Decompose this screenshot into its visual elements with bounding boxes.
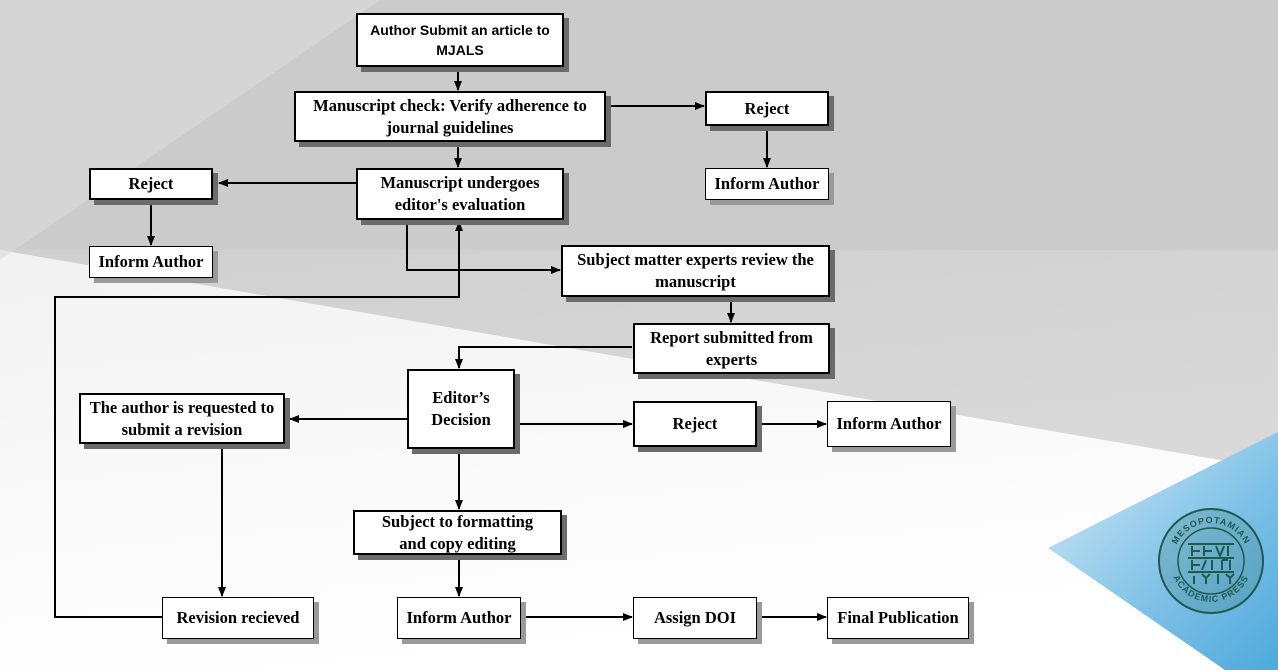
node-revision-request: The author is requested to submit a revi… [79,393,285,444]
node-revision-received-label: Revision recieved [176,608,300,627]
node-reject-left-label: Reject [128,174,174,193]
node-reject-top: Reject [705,91,829,126]
arrow-revision-back-to-eval [54,221,463,618]
node-editor-evaluation: Manuscript undergoes editor's evaluation [356,168,564,220]
node-inform-top: Inform Author [705,168,829,200]
node-submit: Author Submit an article to MJALS [356,13,564,67]
node-inform-mid: Inform Author [827,401,951,447]
node-formatting-label: Subject to formatting and copy editing [381,511,534,553]
node-final-publication: Final Publication [827,597,969,639]
node-assign-doi-label: Assign DOI [653,608,737,627]
node-formatting: Subject to formatting and copy editing [353,510,562,555]
arrow-report-to-decision [455,346,632,369]
node-revision-received: Revision recieved [162,597,314,639]
node-submit-label: Author Submit an article to MJALS [370,22,550,58]
mesopotamian-academic-press-logo: MESOPOTAMIAN ACADEMIC PRESS [1158,508,1264,614]
node-inform-left: Inform Author [89,246,213,278]
node-final-publication-label: Final Publication [837,608,959,627]
accent-triangle [1048,432,1278,670]
node-reject-top-label: Reject [744,98,790,118]
node-report-submitted: Report submitted from experts [633,323,830,374]
node-experts-review-label: Subject matter experts review the manusc… [577,250,814,291]
node-editor-evaluation-label: Manuscript undergoes editor's evaluation [380,173,540,214]
node-reject-mid-label: Reject [672,414,718,433]
node-inform-mid-label: Inform Author [836,414,942,433]
node-inform-left-label: Inform Author [98,252,204,271]
node-inform-bottom-label: Inform Author [406,608,512,627]
node-experts-review: Subject matter experts review the manusc… [561,245,830,297]
node-reject-left: Reject [89,168,213,200]
node-inform-top-label: Inform Author [714,174,820,193]
node-inform-bottom: Inform Author [397,597,521,639]
node-reject-mid: Reject [633,401,757,447]
cuneiform-icon [1188,543,1235,584]
node-report-submitted-label: Report submitted from experts [650,327,813,369]
node-assign-doi: Assign DOI [633,597,757,639]
node-editor-decision-label: Editor’s Decision [431,388,491,429]
arrow-eval-to-experts [406,224,561,274]
node-manuscript-check-label: Manuscript check: Verify adherence to jo… [313,95,587,137]
node-manuscript-check: Manuscript check: Verify adherence to jo… [294,91,606,142]
node-revision-request-label: The author is requested to submit a revi… [89,397,275,439]
node-editor-decision: Editor’s Decision [407,369,515,449]
